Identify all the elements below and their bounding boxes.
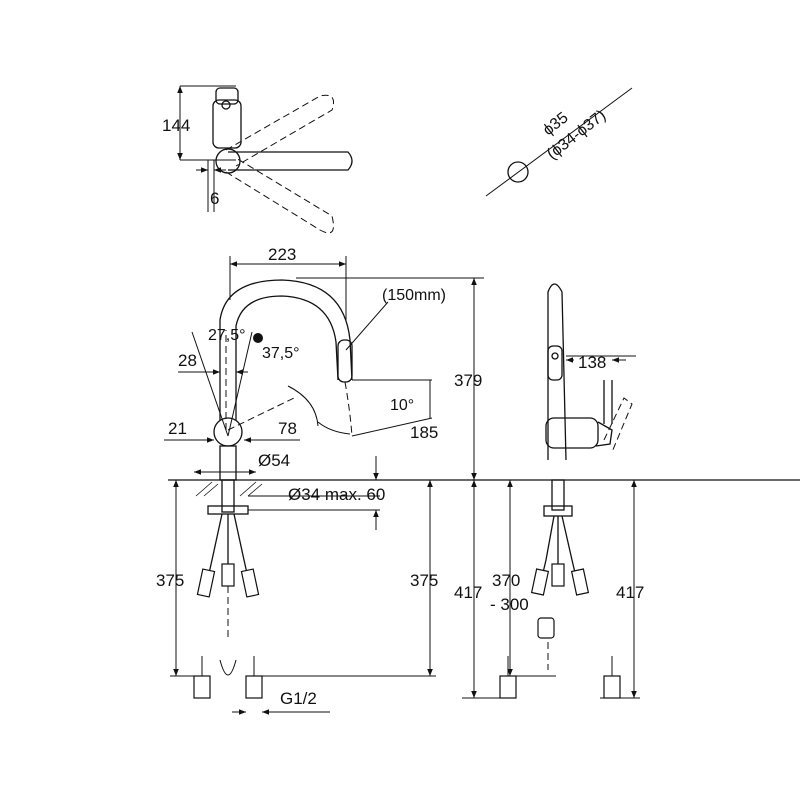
label-138: 138	[578, 353, 606, 372]
label-78: 78	[278, 419, 297, 438]
label-10deg: 10°	[390, 397, 414, 414]
label-angle-a: 27,5°	[208, 327, 246, 344]
label-379: 379	[454, 371, 482, 390]
label-21: 21	[168, 419, 187, 438]
label-thread: G1/2	[280, 689, 317, 708]
front-view	[164, 256, 800, 715]
hole-detail: ϕ35 (ϕ34-ϕ37)	[485, 87, 633, 197]
label-300: - 300	[490, 595, 529, 614]
label-223: 223	[268, 245, 296, 264]
label-417-a: 417	[454, 583, 482, 602]
label-shank: Ø34 max. 60	[288, 485, 385, 504]
label-144: 144	[162, 116, 190, 135]
label-185: 185	[410, 423, 438, 442]
label-dia54: Ø54	[258, 451, 290, 470]
counter-hatch	[195, 481, 263, 497]
dimension-labels: 144 6 223 (150mm) 27,5° 37,5° 28 379 10°…	[156, 116, 644, 708]
label-375-right: 375	[410, 571, 438, 590]
label-417-b: 417	[616, 583, 644, 602]
label-hose: (150mm)	[382, 287, 446, 304]
label-6: 6	[210, 189, 219, 208]
label-angle-b: 37,5°	[262, 345, 300, 362]
plan-view	[177, 85, 353, 234]
label-370: 370	[492, 571, 520, 590]
label-375-left: 375	[156, 571, 184, 590]
label-28: 28	[178, 351, 197, 370]
side-view	[462, 283, 640, 699]
